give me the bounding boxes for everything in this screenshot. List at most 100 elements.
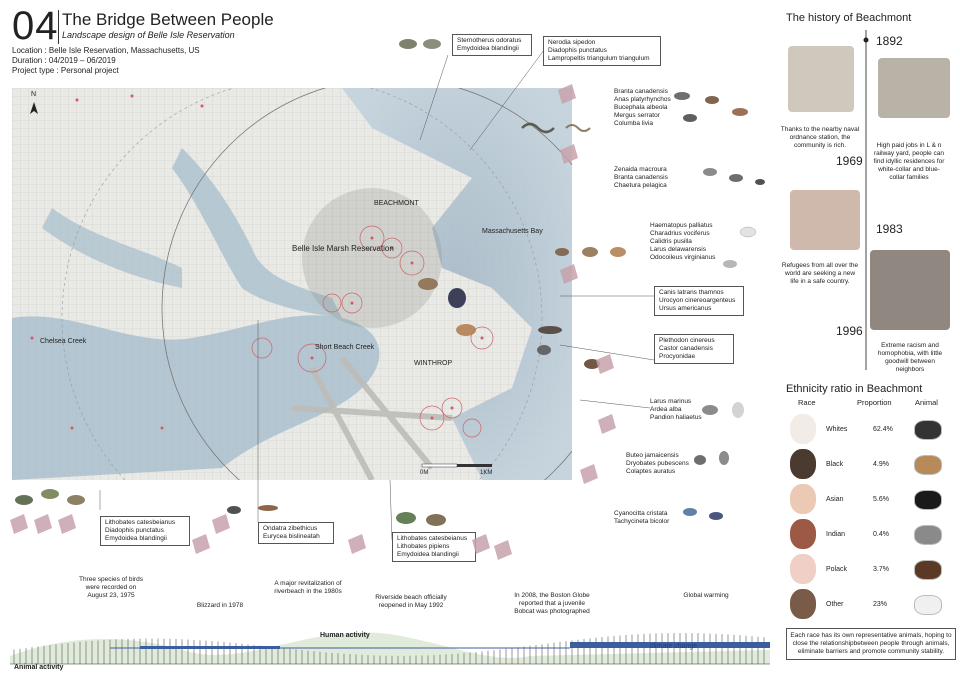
muskrat-icon [227, 506, 241, 514]
place-beachmont: BEACHMONT [374, 200, 419, 207]
proportion-value: 23% [873, 601, 888, 608]
face-portrait [790, 484, 816, 514]
frog-icon [426, 514, 446, 526]
duck-icon [732, 108, 748, 116]
representative-animal-icon [914, 525, 942, 545]
ethnicity-note: Each race has its own representative ani… [786, 628, 956, 660]
refugee-illustration [790, 190, 860, 250]
race-label: Whites [826, 426, 848, 433]
face-portrait [790, 519, 816, 549]
timeline-event-1975: Three species of birds were recorded on … [79, 576, 143, 599]
proportion-value: 3.7% [873, 566, 889, 573]
species-name: Branta canadensis [614, 174, 668, 181]
harbor-water [12, 315, 380, 480]
page-title: The Bridge Between People [62, 10, 274, 29]
face-portrait [790, 589, 816, 619]
duck-icon [674, 92, 690, 100]
race-label: Black [826, 461, 844, 468]
species-list-frogs-mid: Lithobates catesbeianus Lithobates pipie… [392, 532, 476, 562]
species-name: Columba livia [614, 120, 654, 127]
airport-runways [291, 356, 453, 480]
north-arrow [30, 102, 38, 114]
species-name: Lithobates catesbeianus [397, 535, 468, 542]
ethnicity-title: Ethnicity ratio in Beachmont [786, 383, 923, 395]
species-name: Buteo jamaicensis [626, 452, 679, 459]
species-name: Ondatra zibethicus [263, 525, 318, 532]
map-drawing [12, 88, 572, 480]
history-year-1969: 1969 [836, 154, 863, 168]
location-text: Location : Belle Isle Reservation, Massa… [12, 46, 200, 55]
species-name: Haematopus palliatus [650, 222, 713, 229]
bear-icon [448, 288, 466, 308]
species-name: Procyonidae [659, 353, 696, 360]
creek-water [42, 208, 182, 288]
column-header-animal: Animal [915, 398, 938, 407]
species-name: Anas platyrhynchos [614, 96, 671, 103]
species-name: Tachycineta bicolor [614, 518, 670, 525]
species-name: Zenaida macroura [614, 166, 667, 173]
species-list-raptors: Larus marinus Ardea alba Pandion haliaet… [650, 398, 720, 422]
node-circles [251, 225, 494, 438]
animal-activity-label: Animal activity [14, 664, 64, 671]
raccoon-icon [537, 345, 551, 355]
species-name: Plethodon cinereus [659, 337, 715, 344]
title-divider [58, 10, 59, 44]
column-header-proportion: Proportion [857, 398, 892, 407]
species-name: Emydoidea blandingii [457, 45, 519, 52]
bird-icon [755, 179, 765, 185]
snake-icon [521, 122, 555, 134]
species-name: Canis latrans thamnos [659, 289, 724, 296]
race-label: Indian [826, 531, 846, 538]
species-list-small-mammals: Plethodon cinereus Castor canadensis Pro… [654, 334, 734, 364]
species-list-doves: Zenaida macroura Branta canadensis Chaet… [614, 166, 694, 190]
race-label: Other [826, 601, 844, 608]
species-name: Lithobates catesbeianus [105, 519, 176, 526]
species-name: Calidris pusilla [650, 238, 692, 245]
frog-icon [41, 489, 59, 499]
turtle-icon [423, 39, 441, 49]
woodpecker-icon [694, 455, 706, 465]
node-dots [30, 94, 484, 430]
species-list-waterfowl: Branta canadensis Anas platyrhynchos Buc… [614, 88, 694, 128]
deer-icon [456, 324, 476, 336]
beaver-icon [584, 359, 600, 369]
river-water [172, 148, 342, 318]
history-text-1996: Extreme racism and homophobia, with litt… [877, 342, 943, 373]
species-name: Larus delawarensis [650, 246, 707, 253]
crowd-illustration [870, 250, 950, 330]
frog-icon [67, 495, 85, 505]
species-name: Bucephala albeola [614, 104, 668, 111]
history-text-1983: Refugees from all over the world are see… [781, 262, 859, 285]
project-type-text: Project type : Personal project [12, 66, 119, 75]
history-text-1892: Thanks to the nearby naval ordnance stat… [780, 126, 860, 149]
species-name: Lampropeltis triangulum triangulum [548, 55, 650, 62]
species-name: Eurycea bislineatah [263, 533, 320, 540]
bird-icon [723, 260, 737, 268]
race-label: Polack [826, 566, 848, 573]
snake-icon [565, 124, 591, 132]
species-list-mammals: Canis latrans thamnos Urocyon cinereoarg… [654, 286, 744, 316]
species-name: Emydoidea blandingii [397, 551, 459, 558]
species-name: Emydoidea blandingii [105, 535, 167, 542]
species-name: Colaptes auratus [626, 468, 676, 475]
human-activity-label: Human activity [320, 632, 370, 639]
species-name: Dryobates pubescens [626, 460, 689, 467]
column-header-race: Race [798, 398, 816, 407]
lighthouse-illustration [788, 46, 854, 112]
race-label: Asian [826, 496, 844, 503]
species-name: Charadrius vociferus [650, 230, 710, 237]
activity-timeline [10, 632, 770, 665]
heron-icon [739, 226, 757, 238]
representative-animal-icon [914, 560, 942, 580]
species-name: Pandion haliaetus [650, 414, 702, 421]
species-name: Larus marinus [650, 398, 692, 405]
representative-animal-icon [914, 595, 942, 615]
species-list-muskrat: Ondatra zibethicus Eurycea bislineatah [258, 522, 334, 544]
representative-animal-icon [914, 420, 942, 440]
species-name: Diadophis punctatus [548, 47, 607, 54]
face-portrait [790, 449, 816, 479]
bird-icon [703, 168, 717, 176]
species-list-shorebirds: Haematopus palliatus Charadrius vociferu… [650, 222, 750, 262]
